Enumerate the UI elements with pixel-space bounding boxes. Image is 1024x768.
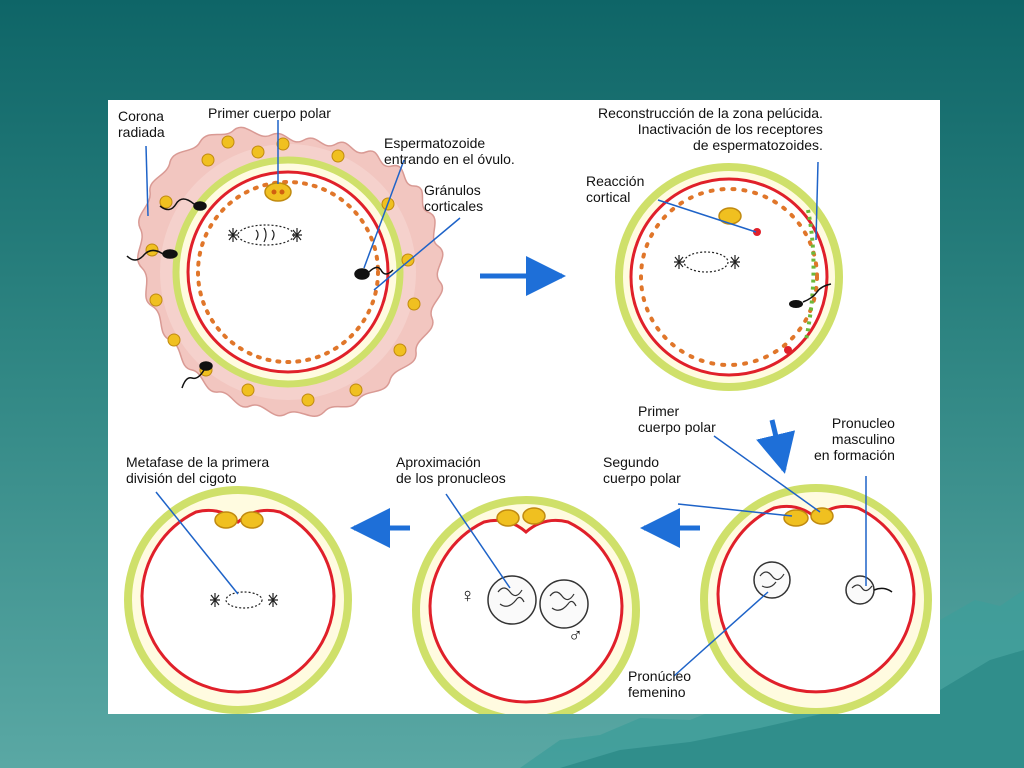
label-pronucleo-femenino: Pronúcleo femenino: [628, 668, 692, 700]
first-polar-body: [264, 182, 292, 202]
arrow-down: [756, 419, 796, 474]
oocyte-membrane: [186, 170, 390, 374]
label-metafase: Metafase de la primera división del cigo…: [126, 454, 270, 486]
cortical-granules: [196, 180, 380, 364]
label-segundo-cuerpo-polar: Segundo cuerpo polar: [603, 454, 681, 486]
male-symbol: ♂: [568, 625, 583, 647]
pronuclei-approximation-cell: [412, 496, 640, 714]
pronuclei-forming-cell: [700, 484, 932, 714]
diagram-panel: Corona radiada Primer cuerpo polar Esper…: [108, 100, 940, 714]
label-espermatozoide-entrando: Espermatozoide entrando en el óvulo.: [384, 135, 515, 167]
label-primer-cuerpo-polar: Primer cuerpo polar: [208, 105, 331, 121]
zygote-metaphase-cell: [124, 486, 352, 714]
label-reconstruccion-zona: Reconstrucción de la zona pelúcida. Inac…: [598, 105, 823, 153]
label-reaccion-cortical: Reacción cortical: [586, 173, 645, 205]
fertilization-diagram: [124, 120, 932, 714]
leader-lines: [145, 120, 867, 677]
label-granulos-corticales: Gránulos corticales: [424, 182, 484, 214]
label-corona-radiada: Corona radiada: [118, 108, 165, 140]
oocyte-cortical-reaction: [615, 163, 843, 391]
oocyte-with-corona: [126, 126, 444, 417]
female-symbol: ♀: [460, 585, 475, 607]
sperm-cells: [126, 198, 394, 389]
process-arrows: [350, 256, 796, 548]
label-pronucleo-masculino: Pronucleo masculino en formación: [814, 415, 895, 463]
label-aproximacion-pronucleos: Aproximación de los pronucleos: [396, 454, 506, 486]
second-polar-body: [783, 509, 809, 527]
label-primer-cuerpo-polar-2: Primer cuerpo polar: [638, 403, 716, 435]
